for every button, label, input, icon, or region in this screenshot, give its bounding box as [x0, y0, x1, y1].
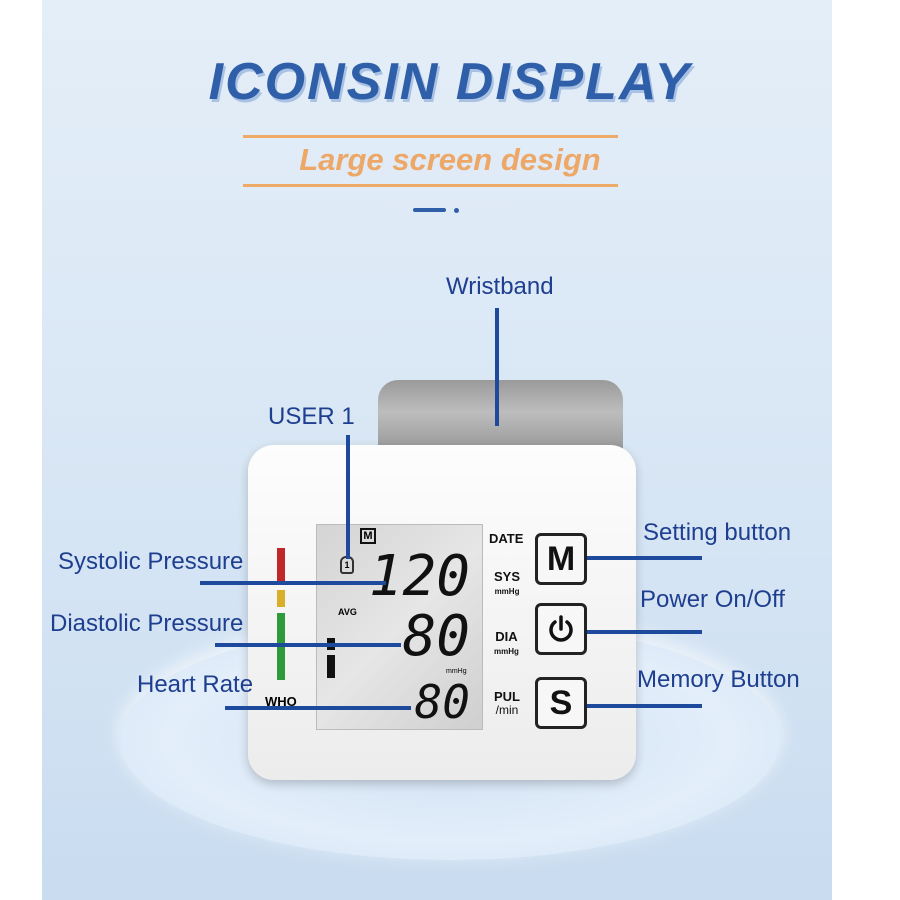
- pul-text: PUL: [494, 689, 520, 704]
- divider: [243, 184, 618, 187]
- power-icon: [549, 615, 573, 642]
- systolic-label: Systolic Pressure: [58, 548, 244, 575]
- dia-label: DIA mmHg: [494, 630, 519, 656]
- user-number: 1: [344, 560, 350, 570]
- memory-label: Memory Button: [637, 666, 800, 693]
- decor-dot: [454, 208, 459, 213]
- dia-text: DIA: [495, 629, 518, 644]
- diastolic-leader: [215, 643, 401, 647]
- avg-label: AVG: [338, 607, 357, 617]
- diastolic-readout: 80: [402, 608, 470, 666]
- divider: [243, 135, 618, 138]
- sys-unit: mmHg: [494, 587, 520, 596]
- pressure-bar: [327, 655, 335, 678]
- pul-unit: /min: [495, 703, 519, 717]
- power-label: Power On/Off: [640, 586, 785, 613]
- diastolic-label: Diastolic Pressure: [50, 610, 244, 637]
- lcd-screen: [316, 524, 483, 730]
- pulse-readout: 80: [414, 678, 470, 726]
- dia-unit: mmHg: [494, 647, 519, 656]
- power-button[interactable]: [535, 603, 587, 655]
- heart-rate-leader: [225, 706, 411, 710]
- user-leader: [346, 435, 350, 559]
- systolic-readout: 120: [368, 548, 470, 606]
- who-bar-yellow: [277, 590, 285, 607]
- s-memory-button[interactable]: S: [535, 677, 587, 729]
- sys-text: SYS: [494, 569, 521, 584]
- who-bar-red: [277, 548, 285, 582]
- decor-dash: [413, 208, 446, 212]
- power-leader: [587, 630, 702, 634]
- who-label: WHO: [265, 694, 297, 709]
- lcd-unit: mmHg: [446, 668, 467, 675]
- sys-label: SYS mmHg: [494, 570, 520, 596]
- wristband-label: Wristband: [446, 273, 554, 300]
- m-setting-button[interactable]: M: [535, 533, 587, 585]
- heart-rate-label: Heart Rate: [137, 671, 254, 698]
- setting-leader: [587, 556, 702, 560]
- pul-label: PUL/min: [494, 690, 520, 716]
- memory-leader: [587, 704, 702, 708]
- setting-label: Setting button: [643, 519, 792, 546]
- subtitle: Large screen design: [299, 142, 601, 177]
- date-label: DATE: [489, 531, 524, 546]
- wristband-leader: [495, 308, 499, 426]
- page-title: ICONSIN DISPLAY: [208, 53, 692, 111]
- memory-badge: M: [360, 528, 376, 544]
- user-label: USER 1: [268, 403, 355, 430]
- systolic-leader: [200, 581, 386, 585]
